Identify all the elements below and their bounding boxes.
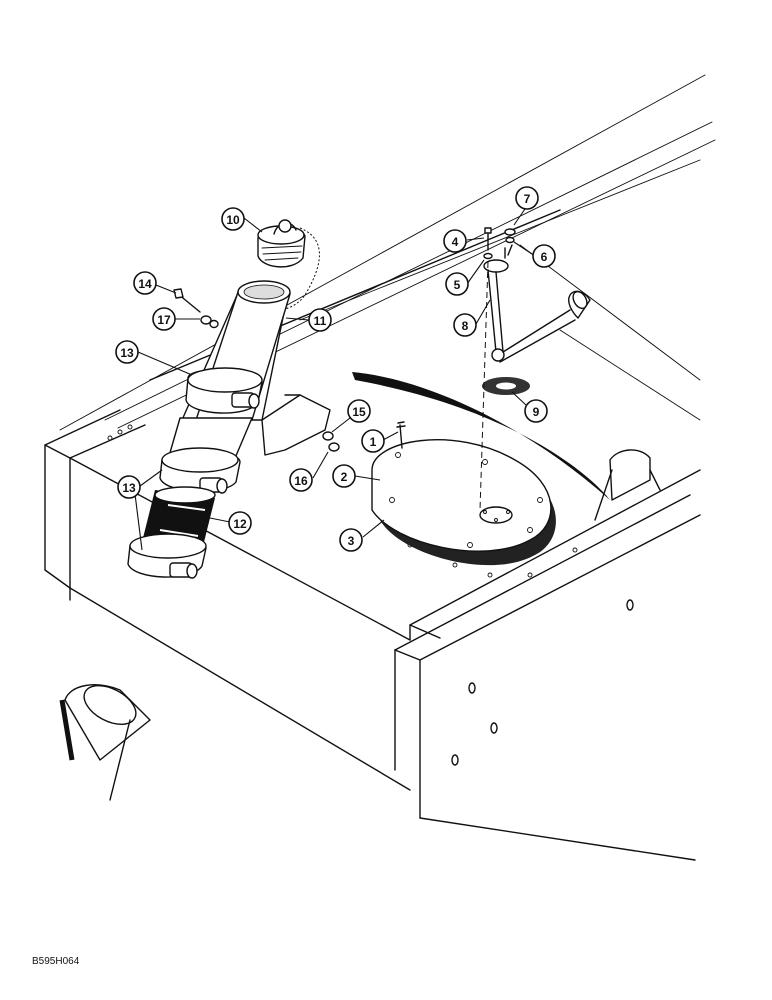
svg-text:5: 5 (454, 278, 461, 292)
svg-text:14: 14 (138, 277, 152, 291)
svg-text:3: 3 (348, 534, 355, 548)
svg-text:7: 7 (524, 192, 531, 206)
callout-16: 16 (289, 468, 313, 492)
figure-code: B595H064 (32, 956, 80, 967)
svg-text:1: 1 (370, 435, 377, 449)
screw-part-14 (173, 288, 201, 313)
callout-3: 3 (339, 528, 363, 552)
svg-text:16: 16 (294, 474, 308, 488)
fuel-sending-unit (483, 244, 591, 363)
callout-8: 8 (453, 313, 477, 337)
svg-text:13: 13 (122, 481, 136, 495)
bolt-part-1 (396, 421, 406, 449)
callout-9: 9 (524, 399, 548, 423)
callout-15: 15 (347, 399, 371, 423)
callout-2: 2 (332, 464, 356, 488)
callout-10: 10 (221, 207, 245, 231)
callout-1: 1 (361, 429, 385, 453)
hose-clamp-upper (185, 367, 263, 414)
callout-17: 17 (152, 307, 176, 331)
callout-6: 6 (532, 244, 556, 268)
leader-lines (134, 205, 533, 551)
callout-7: 7 (515, 186, 539, 210)
callout-13-upper: 13 (115, 340, 139, 364)
hose-clamp-lower (127, 533, 207, 579)
svg-text:11: 11 (314, 314, 327, 328)
callout-14: 14 (133, 271, 157, 295)
access-cover-plate (371, 439, 556, 566)
svg-text:13: 13 (120, 346, 134, 360)
screw-and-washers (479, 227, 516, 511)
mounting-bracket (261, 394, 340, 456)
hose-clamp-middle (159, 447, 241, 494)
svg-text:2: 2 (341, 470, 348, 484)
callout-5: 5 (445, 272, 469, 296)
sending-unit-gasket (482, 377, 530, 395)
svg-text:12: 12 (233, 517, 247, 531)
callout-12: 12 (228, 511, 252, 535)
svg-text:10: 10 (226, 213, 240, 227)
filler-cap (257, 219, 320, 310)
svg-text:9: 9 (533, 405, 540, 419)
callout-11: 11 (308, 308, 332, 332)
svg-text:8: 8 (462, 319, 469, 333)
washer-part-17 (200, 315, 219, 329)
svg-text:15: 15 (352, 405, 366, 419)
svg-text:6: 6 (541, 250, 548, 264)
svg-text:4: 4 (452, 235, 459, 249)
callout-4: 4 (443, 229, 467, 253)
callout-13-lower: 13 (117, 475, 141, 499)
svg-text:17: 17 (157, 313, 171, 327)
